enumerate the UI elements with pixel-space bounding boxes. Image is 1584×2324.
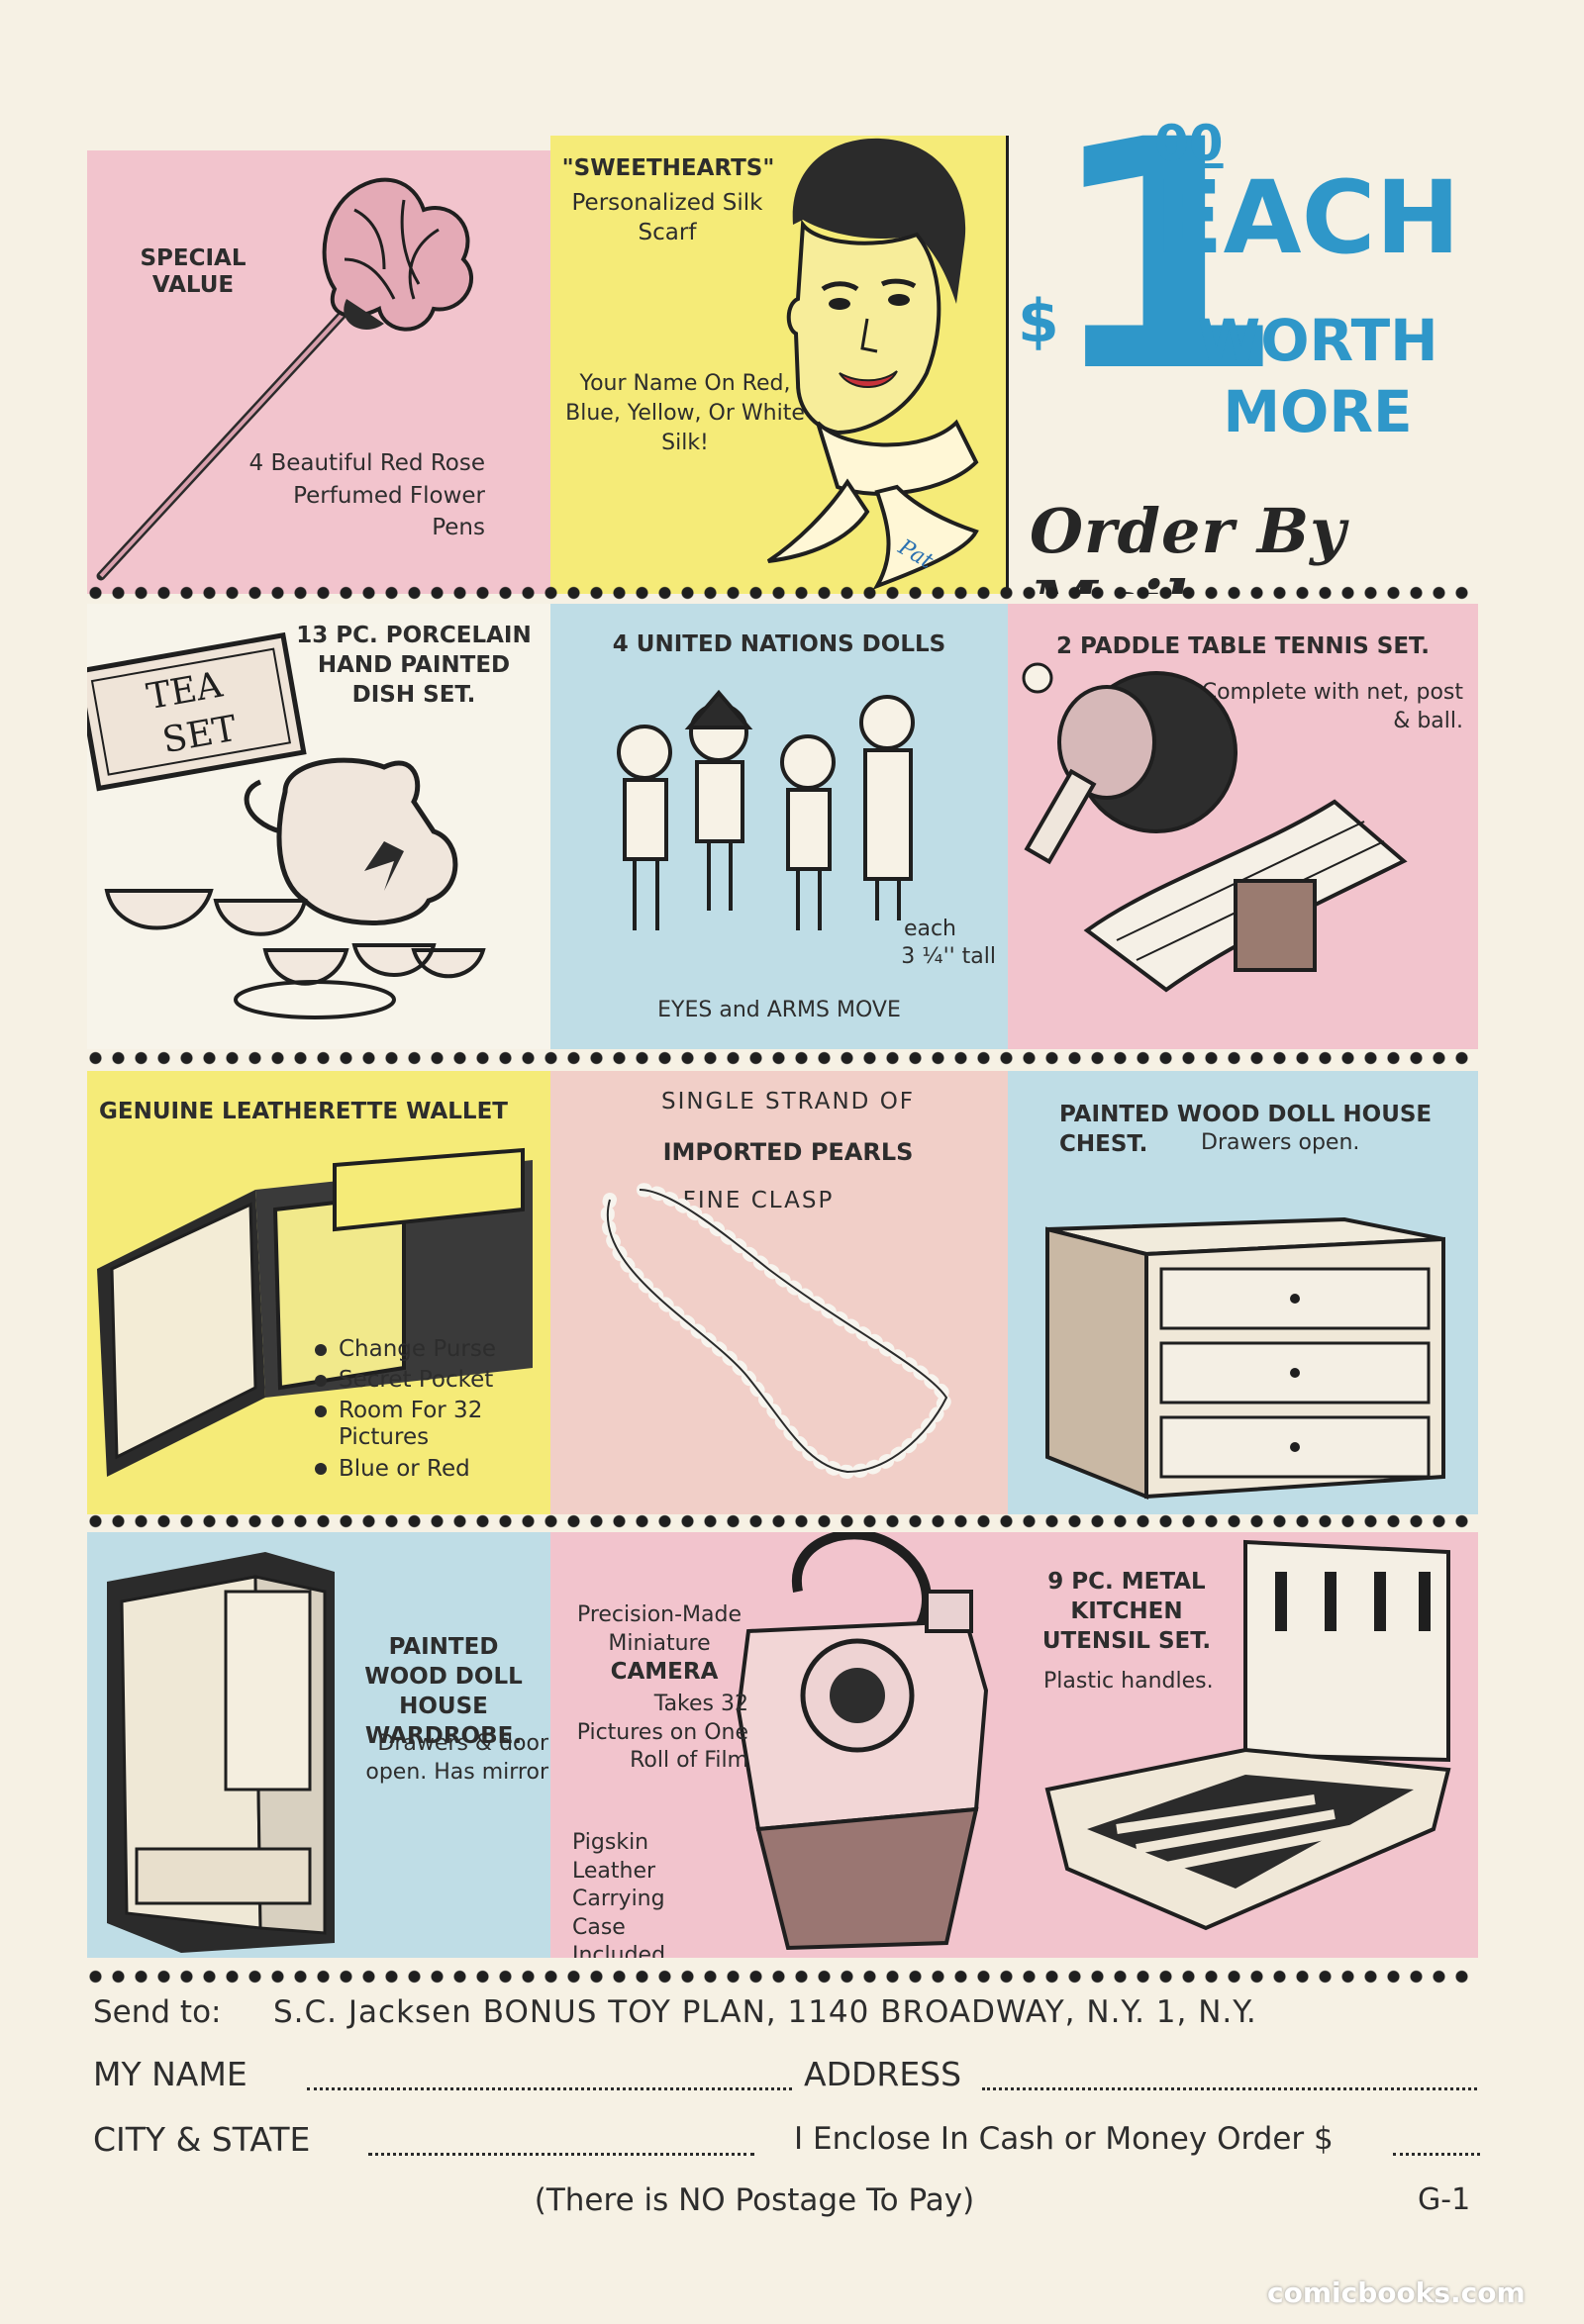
dolls-size-label: each [903,917,956,941]
perforation-row [84,1051,1478,1065]
wardrobe-description: Drawers & door open. Has mirror [365,1731,548,1785]
pearls-line1: SINGLE STRAND OF [660,1089,916,1114]
name-label: MY NAME [93,2055,248,2093]
scarf-headline: "SWEETHEARTS" [561,155,775,181]
panel-dishes: 13 PC. PORCELAIN HAND PAINTED DISH SET. … [87,604,550,1049]
wardrobe-headline: PAINTED WOOD DOLL HOUSE WARDROBE. [364,1634,523,1749]
tennis-description: Complete with net, post & ball. [1201,680,1463,733]
wallet-feature-label: Secret Pocket [339,1367,494,1394]
wallet-feature-item: Blue or Red [315,1456,543,1483]
utensil-set-illustration [1044,1539,1451,1931]
camera-line1: Precision-Made Miniature [576,1602,742,1656]
table-tennis-illustration [1022,662,1408,993]
utensils-headline: 9 PC. METAL KITCHEN UTENSIL SET. [1041,1569,1212,1654]
panel-tennis: 2 PADDLE TABLE TENNIS SET. Complete with… [1008,604,1478,1049]
perforation-row [84,1514,1478,1528]
price-header: $ 1 00 EACH WORTH MORE Order By Mail [1008,109,1523,594]
panel-scarf: "SWEETHEARTS" Personalized Silk Scarf Yo… [550,136,1008,594]
wardrobe-illustration [107,1552,335,1953]
perforation-row [84,586,1478,600]
divider-line [1006,136,1009,594]
wallet-feature-item: Secret Pocket [315,1367,543,1394]
order-form: Send to: S.C. Jacksen BONUS TOY PLAN, 11… [91,1994,1485,2222]
wallet-feature-item: Change Purse [315,1336,543,1363]
wallet-feature-label: Room For 32 Pictures [339,1398,483,1451]
city-state-label: CITY & STATE [93,2120,311,2159]
dishes-headline: 13 PC. PORCELAIN HAND PAINTED DISH SET. [296,623,532,708]
order-by-mail-heading: Order By Mail [1030,495,1347,594]
panel-pearls: SINGLE STRAND OF IMPORTED PEARLS FINE CL… [550,1071,1008,1514]
panel-wardrobe: PAINTED WOOD DOLL HOUSE WARDROBE. Drawer… [87,1532,550,1958]
postage-note: (There is NO Postage To Pay) [534,2182,975,2218]
watermark: comicbooks.com [1267,2276,1526,2309]
price-one: 1 [1043,109,1287,441]
utensils-description: Plastic handles. [1043,1669,1214,1694]
scarf-description: Your Name On Red, Blue, Yellow, Or White… [565,371,805,455]
pens-description: 4 Beautiful Red Rose Perfumed Flower Pen… [248,450,486,541]
send-to-label: Send to: [93,1994,222,2030]
send-to-address: S.C. Jacksen BONUS TOY PLAN, 1140 BROADW… [273,1994,1257,2030]
wallet-headline: GENUINE LEATHERETTE WALLET [99,1099,508,1124]
panel-wallet: GENUINE LEATHERETTE WALLET Change Purse … [87,1071,550,1514]
page-code: G-1 [1418,2182,1471,2217]
name-field[interactable] [307,2082,792,2090]
panel-chest: PAINTED WOOD DOLL HOUSE CHEST. Drawers o… [1008,1071,1478,1514]
chest-headline: PAINTED WOOD DOLL HOUSE CHEST. [1059,1102,1433,1157]
amount-field[interactable] [1393,2147,1480,2156]
dolls-illustration [617,689,915,930]
camera-name: CAMERA [610,1659,719,1685]
dolls-headline: 4 UNITED NATIONS DOLLS [612,631,946,657]
camera-illustration [736,1532,989,1951]
tea-set-illustration: TEA SET [87,631,486,1019]
wallet-feature-label: Blue or Red [339,1455,470,1482]
address-label: ADDRESS [804,2055,962,2093]
wallet-feature-item: Room For 32 Pictures [315,1398,543,1451]
chest-description: Drawers open. [1201,1130,1360,1155]
dolls-size-value: 3 ¼'' tall [901,944,996,969]
pearls-line3: FINE CLASP [682,1188,835,1213]
price-cents: 00 [1154,115,1224,172]
enclose-label: I Enclose In Cash or Money Order $ [794,2121,1334,2157]
price-more: MORE [1223,378,1413,445]
wallet-illustration [97,1147,533,1477]
camera-line2: Takes 32 Pictures on One Roll of Film [576,1692,748,1774]
pearls-line2: IMPORTED PEARLS [662,1138,914,1166]
dolls-note: EYES and ARMS MOVE [657,998,901,1022]
address-field[interactable] [982,2082,1477,2090]
tennis-headline: 2 PADDLE TABLE TENNIS SET. [1056,633,1430,659]
woman-portrait-illustration: Pat [766,138,979,590]
price-each: EACH [1154,159,1460,277]
panel-pens: SPECIAL VALUE 4 Beautiful Red Rose Perfu… [87,150,550,594]
wallet-feature-label: Change Purse [339,1336,497,1362]
wallet-feature-list: Change Purse Secret Pocket Room For 32 P… [315,1336,543,1483]
camera-case-note: Pigskin Leather Carrying Case Included [572,1830,666,1958]
price-dollar-sign: $ [1018,287,1059,356]
panel-utensils: 9 PC. METAL KITCHEN UTENSIL SET. Plastic… [1008,1532,1478,1958]
flower-pen-illustration [96,177,474,581]
pearl-necklace-illustration [600,1183,955,1480]
perforation-row [84,1970,1478,1984]
doll-chest-illustration [1045,1216,1445,1500]
city-state-field[interactable] [368,2147,754,2156]
panel-dolls: 4 UNITED NATIONS DOLLS each 3 ¼'' tall E… [550,604,1008,1049]
price-worth: WORTH [1197,307,1438,374]
panel-camera: Precision-Made Miniature CAMERA Takes 32… [550,1532,1008,1958]
scarf-subhead: Personalized Silk Scarf [571,190,763,245]
pens-headline: SPECIAL VALUE [140,245,247,299]
